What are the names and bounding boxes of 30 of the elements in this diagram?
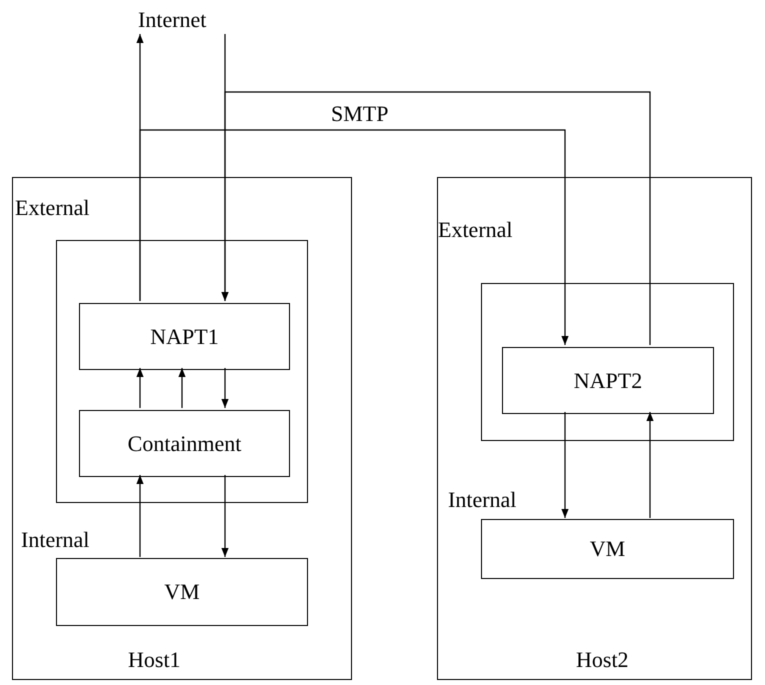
container-box [56,240,308,503]
host-name: Host1 [128,648,181,672]
zone-label: Internal [448,488,516,512]
zone-label: External [438,218,513,242]
arrow [139,129,569,345]
arrow [178,368,186,408]
process-box [502,347,714,414]
host-name: Host2 [576,648,629,672]
arrow [136,475,144,557]
box-label: VM [590,536,626,562]
container-box [481,283,734,441]
box-label: NAPT1 [150,324,219,350]
arrow [136,368,144,408]
arrow [221,475,229,557]
host-box [437,177,752,680]
host-box [12,177,352,680]
zone-label: External [15,196,90,220]
box-label: Containment [128,430,242,456]
arrow [221,368,229,408]
arrow [561,412,569,518]
vm-box [56,558,308,626]
process-box [79,303,290,370]
network-name: Internet [138,8,206,32]
process-box [79,410,290,477]
zone-label: Internal [21,528,90,552]
box-label: VM [164,579,200,605]
arrow [221,91,651,345]
box-label: NAPT2 [574,368,642,394]
arrow [646,412,654,518]
vm-box [481,519,734,579]
